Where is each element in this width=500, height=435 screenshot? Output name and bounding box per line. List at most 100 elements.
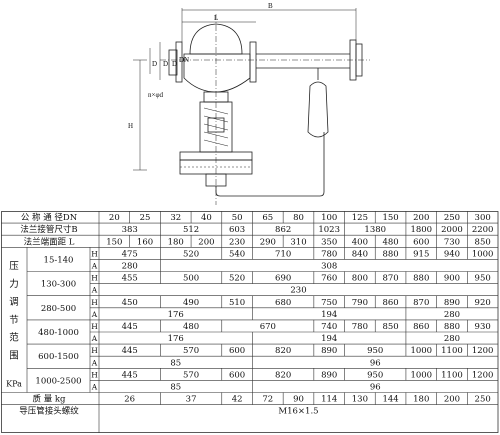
table-cell: 950 — [367, 370, 383, 380]
impulse-line — [215, 150, 325, 197]
row-label-mass: 质 量 kg — [33, 394, 67, 405]
table-cell: 603 — [229, 225, 245, 235]
table-cell: 1000 — [472, 249, 494, 259]
table-cell: 600 — [229, 346, 245, 356]
table-cell: 500 — [183, 274, 199, 284]
table-cell: 710 — [275, 249, 291, 259]
table-cell: 862 — [275, 225, 291, 235]
table-cell: 85 — [170, 358, 181, 368]
pressure-unit: KPa — [6, 380, 22, 389]
header-dn-value: 20 — [109, 213, 120, 223]
table-cell: 600 — [229, 370, 245, 380]
row-mark-h: H — [91, 298, 98, 307]
table-cell: 445 — [122, 346, 138, 356]
table-cell: 800 — [352, 274, 368, 284]
row-mass-value: 72 — [262, 395, 273, 405]
table-cell: 915 — [413, 249, 429, 259]
row-mass-value: 37 — [186, 395, 197, 405]
table-cell: 194 — [321, 334, 337, 344]
row-mark-a: A — [91, 262, 98, 271]
dim-label-l: L — [214, 14, 218, 22]
row-mass-value: 180 — [413, 395, 429, 405]
table-cell: 1023 — [318, 225, 340, 235]
table-cell: 570 — [183, 346, 199, 356]
table-cell: 680 — [275, 298, 291, 308]
table-cell: 540 — [229, 249, 245, 259]
row-thread-value: M16×1.5 — [278, 407, 318, 417]
row-mass-value: 250 — [475, 395, 491, 405]
table-cell: 96 — [370, 358, 381, 368]
row-mark-a: A — [91, 334, 98, 343]
table-cell: 230 — [290, 286, 306, 296]
table-cell: 940 — [444, 249, 460, 259]
table-cell: 510 — [229, 298, 245, 308]
dim-label-d: D — [172, 60, 177, 68]
table-cell: 760 — [321, 274, 337, 284]
pressure-range-label: 15-140 — [44, 255, 74, 265]
row-mark-a: A — [91, 358, 98, 367]
row-mark-h: H — [91, 370, 98, 379]
table-cell: 85 — [170, 383, 181, 393]
pressure-range-label: 280-500 — [41, 304, 76, 314]
table-cell: 176 — [168, 310, 184, 320]
pressure-range-label: 600-1500 — [38, 352, 79, 362]
valve-dimension-drawing: B L D D D DN n×φd H — [128, 2, 370, 205]
row-l-value: 600 — [413, 237, 429, 247]
pressure-label-char: 力 — [9, 278, 19, 290]
table-cell: 455 — [122, 274, 138, 284]
row-l-value: 310 — [290, 237, 306, 247]
row-l-value: 480 — [382, 237, 398, 247]
table-cell: 920 — [475, 298, 491, 308]
table-cell: 1000 — [410, 346, 432, 356]
table-cell: 1100 — [441, 346, 463, 356]
row-mass-value: 130 — [352, 395, 368, 405]
row-mass-value: 200 — [444, 395, 460, 405]
valve-body — [183, 53, 251, 93]
table-cell: 930 — [475, 322, 491, 332]
row-l-value: 730 — [444, 237, 460, 247]
row-mark-h: H — [91, 249, 98, 258]
table-cell: 96 — [370, 383, 381, 393]
row-l-value: 290 — [260, 237, 276, 247]
table-cell: 570 — [183, 370, 199, 380]
table-cell: 950 — [367, 346, 383, 356]
header-dn-value: 150 — [382, 213, 398, 223]
table-cell: 383 — [122, 225, 138, 235]
table-cell: 1000 — [410, 370, 432, 380]
table-cell: 890 — [321, 346, 337, 356]
valve-top-cover — [189, 23, 243, 55]
table-cell: 740 — [321, 322, 337, 332]
right-flange — [249, 41, 257, 83]
header-dn-value: 32 — [170, 213, 181, 223]
table-cell: 194 — [321, 310, 337, 320]
pressure-label-char: 节 — [9, 315, 19, 326]
table-cell: 520 — [183, 249, 199, 259]
table-cell: 820 — [275, 370, 291, 380]
table-cell: 840 — [352, 249, 368, 259]
table-cell: 750 — [321, 298, 337, 308]
header-dn-value: 300 — [475, 213, 491, 223]
table-cell: 1800 — [410, 225, 432, 235]
table-cell: 1100 — [441, 370, 463, 380]
row-mark-a: A — [91, 383, 98, 392]
row-l-value: 230 — [229, 237, 245, 247]
table-cell: 870 — [382, 274, 398, 284]
row-l-value: 150 — [106, 237, 122, 247]
row-mark-h: H — [91, 274, 98, 283]
pressure-label-char: 压 — [9, 261, 19, 272]
table-cell: 1380 — [364, 225, 386, 235]
table-cell: 2000 — [441, 225, 463, 235]
table-cell: 820 — [275, 346, 291, 356]
header-dn-value: 100 — [321, 213, 337, 223]
header-dn-value: 40 — [201, 213, 212, 223]
row-mark-a: A — [91, 286, 98, 295]
table-cell: 450 — [122, 298, 138, 308]
dim-label-b: B — [268, 2, 273, 10]
row-l-value: 200 — [198, 237, 214, 247]
table-cell: 860 — [413, 322, 429, 332]
row-mass-value: 144 — [382, 395, 398, 405]
row-mass-value: 26 — [124, 395, 135, 405]
table-cell: 870 — [413, 298, 429, 308]
row-l-value: 160 — [137, 237, 153, 247]
